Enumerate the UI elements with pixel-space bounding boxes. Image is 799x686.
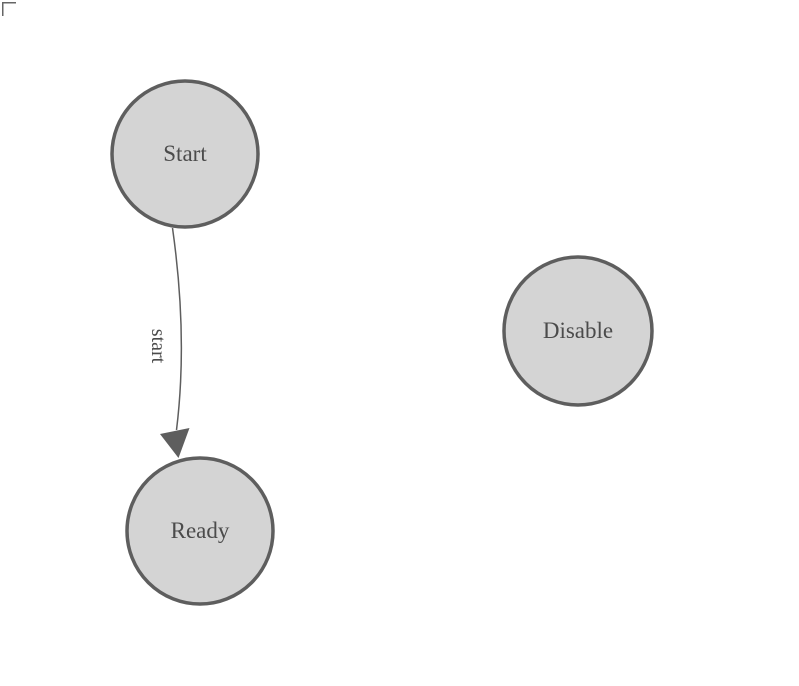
state-node-start[interactable]: Start xyxy=(110,79,260,229)
node-circle[interactable] xyxy=(110,79,260,229)
node-label: Disable xyxy=(543,318,613,343)
state-node-disable[interactable]: Disable xyxy=(502,255,654,407)
node-circle[interactable] xyxy=(125,456,275,606)
transition-edge-start-to-ready[interactable]: start xyxy=(147,227,190,458)
node-label: Start xyxy=(163,141,207,166)
node-circle[interactable] xyxy=(502,255,654,407)
edge-path[interactable] xyxy=(171,227,183,431)
canvas-origin-marker xyxy=(2,2,16,16)
state-node-ready[interactable]: Ready xyxy=(125,456,275,606)
edge-label[interactable]: start xyxy=(147,329,169,364)
edge-arrowhead xyxy=(160,428,190,458)
node-label: Ready xyxy=(171,518,230,543)
